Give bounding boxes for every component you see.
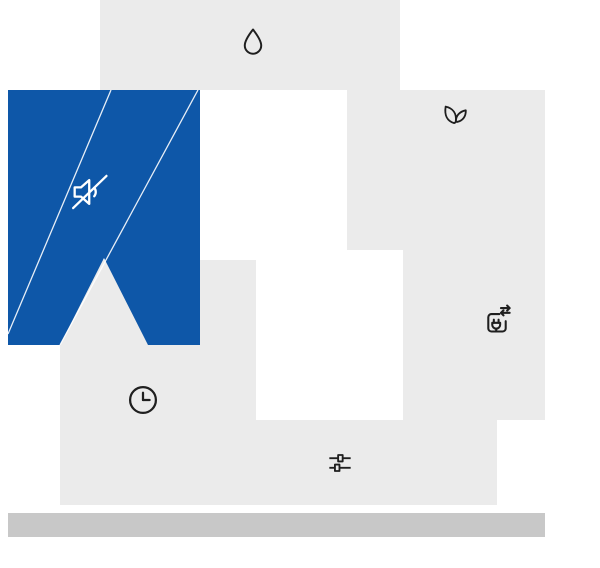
bottom-bar xyxy=(8,513,545,537)
ribbon-shape xyxy=(7,89,200,346)
tile-water[interactable] xyxy=(100,0,400,90)
sliders-icon xyxy=(324,447,356,479)
tile-filters[interactable] xyxy=(203,420,497,505)
tile-power-sync[interactable] xyxy=(403,165,545,420)
leaf-icon xyxy=(438,95,472,129)
clock-icon xyxy=(125,382,161,418)
mute-ribbon[interactable] xyxy=(7,89,200,346)
speaker-muted-icon xyxy=(67,169,113,215)
water-drop-icon xyxy=(236,25,270,59)
plug-sync-icon xyxy=(478,303,516,341)
